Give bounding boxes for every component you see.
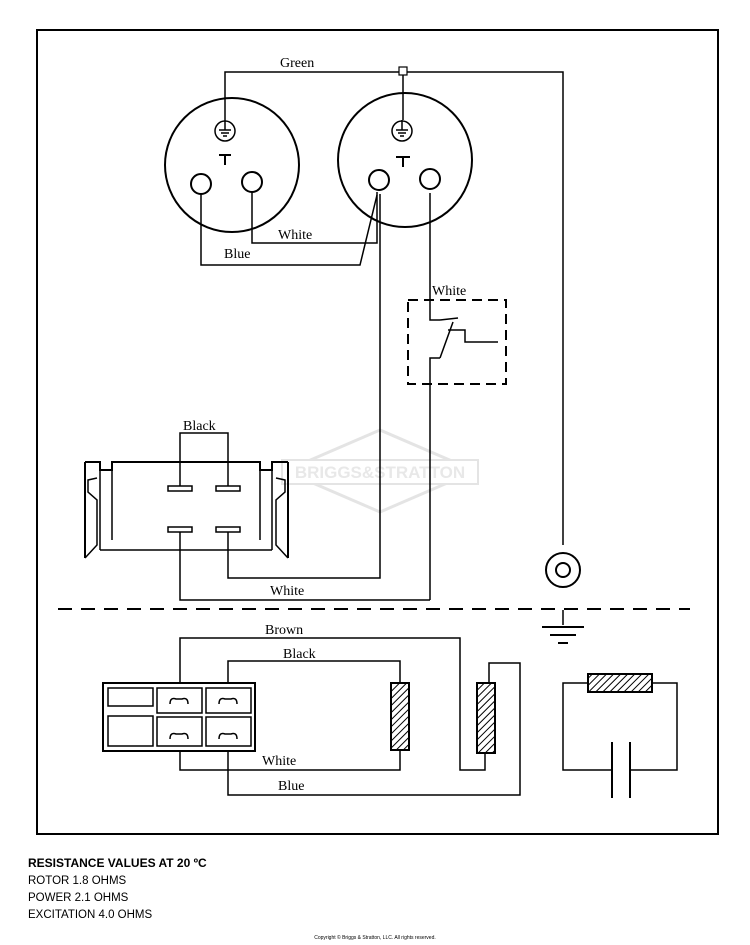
- right-receptacle: [337, 92, 473, 228]
- blue-wire-lower: [227, 662, 521, 796]
- copyright-notice: Copyright © Briggs & Stratton, LLC. All …: [314, 935, 436, 941]
- ground-terminal-icon: [214, 120, 236, 142]
- label-blue-top: Blue: [224, 247, 250, 262]
- label-black-bottom: Black: [283, 647, 316, 662]
- label-black-block: Black: [183, 419, 216, 434]
- rotor-winding: [587, 673, 653, 693]
- rotor-resistance: ROTOR 1.8 OHMS: [28, 875, 127, 887]
- label-white-switch: White: [432, 284, 466, 299]
- white-wire-lower: [179, 750, 401, 771]
- left-receptacle-slot-2: [241, 171, 263, 193]
- right-receptacle-slot-2: [419, 168, 441, 190]
- power-resistance: POWER 2.1 OHMS: [28, 892, 129, 904]
- rotor-circuit: [562, 673, 678, 798]
- resistance-values: RESISTANCE VALUES AT 20 ºC ROTOR 1.8 OHM…: [28, 856, 207, 926]
- label-white-bottom: White: [262, 754, 296, 769]
- white-wire-return: [179, 532, 430, 601]
- black-wire-lower: [227, 660, 401, 683]
- ground-terminal-icon: [391, 120, 413, 142]
- excitation-winding: [476, 682, 496, 754]
- label-blue-bottom: Blue: [278, 779, 304, 794]
- terminal-block-upper: [84, 461, 289, 559]
- label-white-block: White: [270, 584, 304, 599]
- white-jumper-wire: [251, 192, 378, 244]
- ground-stud: [545, 552, 581, 588]
- green-ground-wire: [224, 66, 564, 545]
- chassis-ground-icon: [542, 610, 584, 644]
- label-brown: Brown: [265, 623, 303, 638]
- blue-jumper-wire: [200, 194, 378, 266]
- label-green: Green: [280, 56, 314, 71]
- circuit-breaker: [407, 193, 507, 600]
- black-jumper-wire: [179, 432, 229, 486]
- power-winding: [390, 682, 410, 751]
- left-receptacle-slot-1: [190, 173, 212, 195]
- resistance-title: RESISTANCE VALUES AT 20 ºC: [28, 856, 207, 870]
- excitation-resistance: EXCITATION 4.0 OHMS: [28, 909, 153, 921]
- diagram-frame: [36, 29, 719, 835]
- lower-connector: [102, 682, 256, 752]
- label-white-top: White: [278, 228, 312, 243]
- white-wire-to-block: [227, 194, 381, 579]
- brown-wire: [179, 637, 486, 771]
- right-receptacle-slot-1: [368, 169, 390, 191]
- left-receptacle: [164, 97, 300, 233]
